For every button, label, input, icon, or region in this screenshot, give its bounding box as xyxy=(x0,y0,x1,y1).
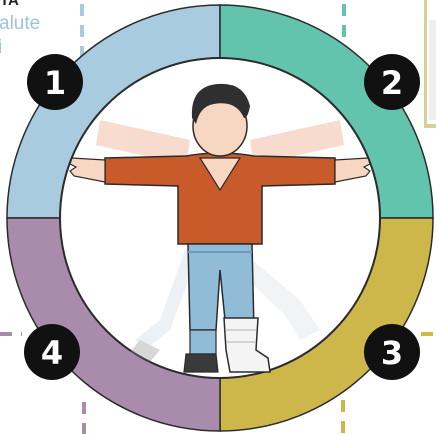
svg-text:3: 3 xyxy=(381,334,403,372)
badge-2: 2 xyxy=(364,54,420,110)
left-shoe xyxy=(184,354,218,372)
side-panel-edge xyxy=(424,0,436,128)
badge-1: 1 xyxy=(27,54,83,110)
badge-3: 3 xyxy=(364,324,420,380)
svg-text:1: 1 xyxy=(44,64,66,102)
svg-text:2: 2 xyxy=(381,64,403,102)
badge-4: 4 xyxy=(24,324,80,380)
svg-text:4: 4 xyxy=(41,334,63,372)
